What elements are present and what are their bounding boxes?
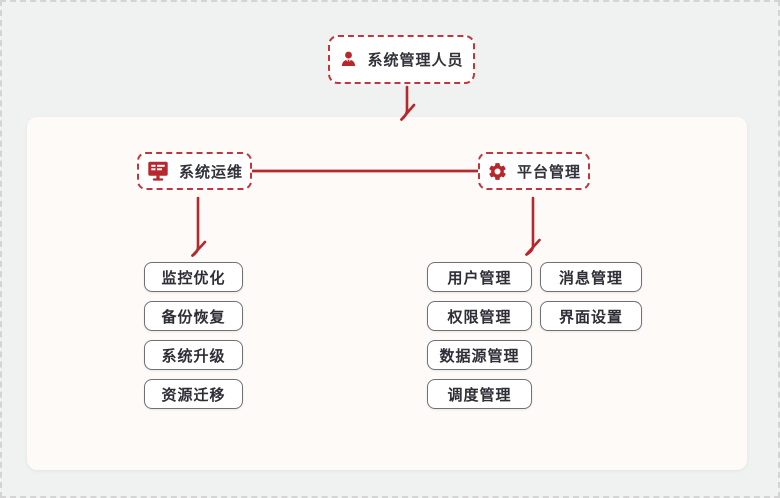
leaf-system-upgrade: 系统升级 (144, 340, 243, 370)
gear-icon (487, 161, 508, 182)
leaf-monitoring-optimization: 监控优化 (144, 262, 243, 292)
node-system-admin: 系统管理人员 (328, 35, 475, 84)
leaf-resource-migration: 资源迁移 (144, 379, 243, 409)
leaf-message-management: 消息管理 (540, 262, 642, 292)
leaf-label: 权限管理 (447, 307, 512, 326)
leaf-backup-recovery: 备份恢复 (144, 301, 243, 331)
leaf-interface-settings: 界面设置 (540, 301, 642, 331)
node-system-ops: 系统运维 (137, 152, 252, 190)
leaf-label: 备份恢复 (161, 307, 226, 326)
leaf-label: 系统升级 (161, 346, 226, 365)
admin-person-icon (339, 50, 358, 69)
leaf-permission-management: 权限管理 (427, 301, 532, 331)
leaf-label: 消息管理 (558, 268, 623, 287)
leaf-user-management: 用户管理 (427, 262, 532, 292)
node-system-ops-label: 系统运维 (178, 162, 243, 181)
leaf-label: 数据源管理 (439, 346, 520, 365)
management-panel (27, 117, 747, 470)
arrow-root-down (400, 85, 416, 121)
node-platform-mgmt: 平台管理 (478, 152, 590, 190)
leaf-label: 调度管理 (447, 385, 512, 404)
monitor-icon (146, 159, 170, 183)
leaf-label: 监控优化 (161, 268, 226, 287)
leaf-label: 用户管理 (447, 268, 512, 287)
node-system-admin-label: 系统管理人员 (367, 51, 464, 69)
leaf-label: 界面设置 (558, 307, 623, 326)
leaf-schedule-management: 调度管理 (427, 379, 532, 409)
node-platform-mgmt-label: 平台管理 (516, 162, 581, 181)
leaf-datasource-management: 数据源管理 (427, 340, 532, 370)
leaf-label: 资源迁移 (161, 385, 226, 404)
